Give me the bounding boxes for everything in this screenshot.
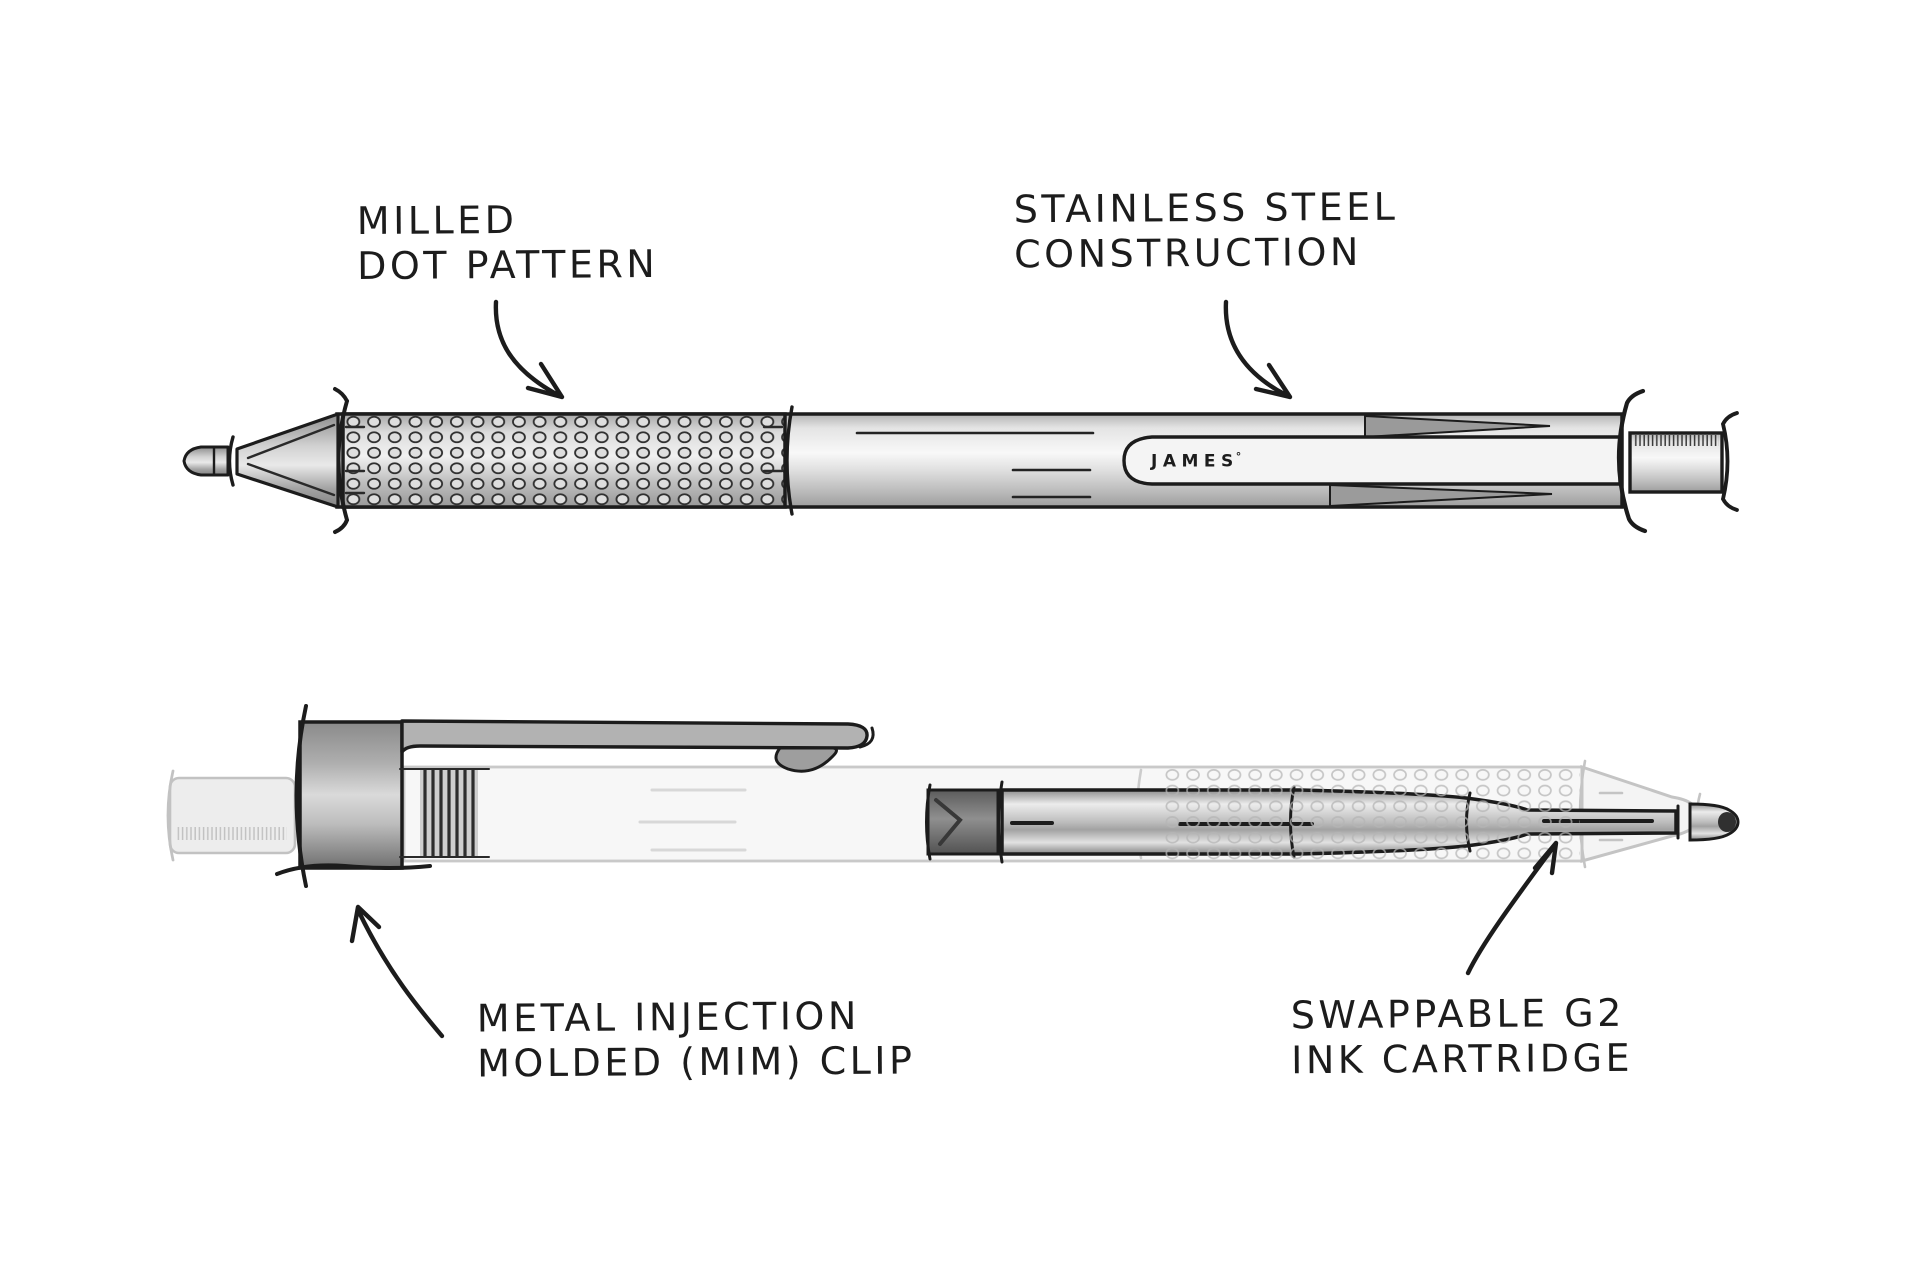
label-line: MILLED <box>356 197 518 244</box>
milled-grip <box>341 412 787 509</box>
bottom-pen <box>166 704 1740 888</box>
ghost-button-knurling <box>177 827 287 840</box>
button-knurling <box>1633 435 1719 446</box>
label-line: METAL INJECTION <box>476 993 860 1041</box>
click-button <box>1628 411 1739 512</box>
barrel-section-arc <box>785 405 794 516</box>
top-pen-clip <box>1122 435 1622 486</box>
cartridge-tip <box>1676 802 1740 842</box>
ghost-dot-pattern <box>1162 767 1580 861</box>
label-line: SWAPPABLE G2 <box>1290 990 1625 1038</box>
arrow-milled-dot-pattern <box>493 299 565 400</box>
annotation-arrows <box>349 299 1559 1039</box>
label-milled-dot-pattern: MILLED DOT PATTERN <box>357 197 659 289</box>
mim-clip-collar <box>275 704 432 888</box>
brand-label: JAMES° <box>1151 450 1241 472</box>
top-pen <box>182 387 1739 534</box>
clip-shadow-upper <box>1364 414 1551 439</box>
label-line: CONSTRUCTION <box>1014 229 1363 277</box>
barrel-threads <box>399 768 490 858</box>
top-pen-tip <box>182 435 235 487</box>
grip-section-arc <box>333 387 349 534</box>
label-mim-clip: METAL INJECTION MOLDED (MIM) CLIP <box>477 993 916 1086</box>
ghost-click-button <box>166 769 297 862</box>
label-line: MOLDED (MIM) CLIP <box>477 1038 916 1086</box>
clip-shadow-lower <box>1329 483 1553 508</box>
label-ink-cartridge: SWAPPABLE G2 INK CARTRIDGE <box>1291 991 1633 1083</box>
label-stainless-steel: STAINLESS STEEL CONSTRUCTION <box>1014 185 1399 278</box>
label-line: STAINLESS STEEL <box>1013 184 1399 232</box>
brand-name: JAMES <box>1151 451 1239 472</box>
arrow-mim-clip <box>349 904 445 1039</box>
barrel-end-arc <box>1616 388 1648 534</box>
top-pen-cone <box>235 412 340 509</box>
arrow-ink-cartridge <box>1465 840 1559 976</box>
label-line: DOT PATTERN <box>357 241 659 289</box>
brand-degree-mark: ° <box>1235 450 1242 463</box>
cartridge-cap <box>925 783 1000 861</box>
clip-arm-hook <box>774 746 838 773</box>
mim-clip-arm <box>400 719 875 773</box>
arrow-stainless-steel <box>1223 299 1293 400</box>
label-line: INK CARTRIDGE <box>1291 1035 1634 1083</box>
barrel-accent-lines <box>855 431 1095 499</box>
